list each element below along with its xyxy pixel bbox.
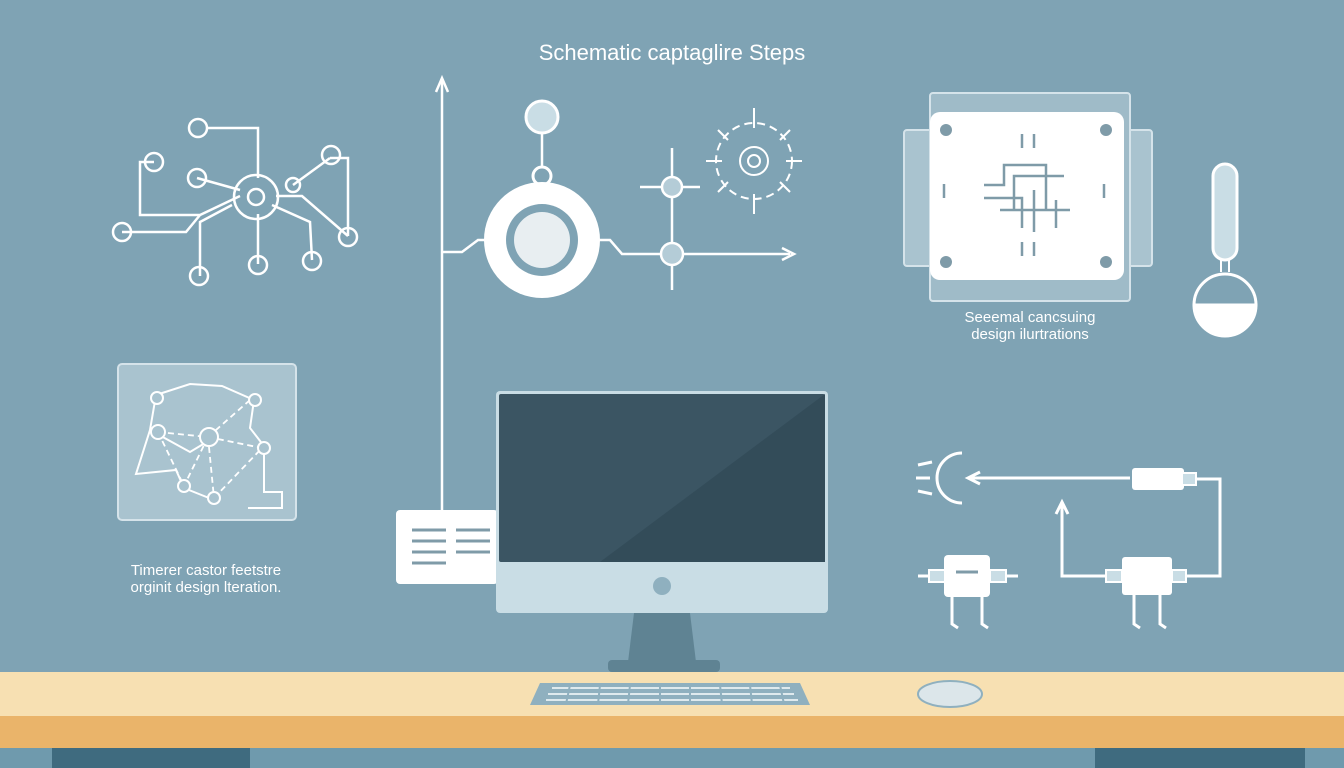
desk — [0, 672, 1344, 768]
caption-left: Timerer castor feetstre orginit design l… — [96, 562, 316, 596]
document-card-icon — [396, 510, 498, 584]
caption-left-line2: orginit design lteration. — [130, 579, 282, 596]
caption-right-line2: design ilurtrations — [971, 326, 1089, 343]
signal-arc-icon — [916, 451, 1130, 505]
caption-right-line1: Seeemal cancsuing — [964, 309, 1096, 326]
central-hub-icon — [484, 99, 600, 298]
target-crosshair-icon — [706, 108, 802, 214]
keyboard-icon — [530, 683, 810, 705]
page-title: Schematic captaglire Steps — [538, 40, 806, 65]
crosshair-nodes — [640, 148, 700, 290]
device-plug-icon — [918, 555, 1018, 630]
monitor-icon — [496, 391, 828, 672]
dashed-network-card-icon — [117, 363, 297, 521]
mouse-icon — [917, 680, 983, 708]
node-network-icon — [111, 117, 359, 287]
caption-left-line1: Timerer castor feetstre — [130, 562, 282, 579]
caption-right: Seeemal cancsuing design ilurtrations — [920, 309, 1140, 343]
thermometer-icon — [1192, 162, 1258, 338]
circuit-board-icon — [903, 92, 1153, 302]
connector-plug-icon — [1054, 468, 1222, 630]
